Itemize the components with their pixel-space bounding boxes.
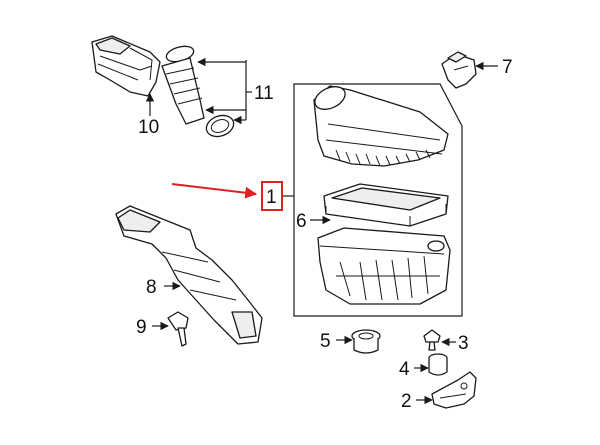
bolt-part-3 xyxy=(423,329,441,351)
callout-10: 10 xyxy=(138,117,159,138)
callout-11: 11 xyxy=(254,83,274,104)
clip-part-9 xyxy=(167,311,189,347)
callout-6: 6 xyxy=(296,211,307,232)
callout-4: 4 xyxy=(399,359,410,380)
bracket-part-2 xyxy=(431,371,477,409)
callout-1: 1 xyxy=(266,187,277,208)
lower-duct-part-8 xyxy=(115,205,263,345)
intake-duct-part-10 xyxy=(91,35,161,97)
callout-8: 8 xyxy=(146,277,157,298)
air-filter-part-6 xyxy=(323,183,449,227)
cushion-part-4 xyxy=(428,353,448,376)
callout-2: 2 xyxy=(401,391,412,412)
air-cleaner-lower-case xyxy=(317,227,451,305)
callout-5: 5 xyxy=(320,331,331,352)
assembly-frame xyxy=(293,83,463,317)
air-cleaner-cover xyxy=(313,85,449,167)
callout-3: 3 xyxy=(458,333,469,354)
grommet-part-5 xyxy=(351,329,381,354)
callout-7: 7 xyxy=(502,57,513,78)
highlight-box-1 xyxy=(261,181,283,211)
maf-tube-part-11 xyxy=(161,45,235,138)
red-pointer-arrow xyxy=(171,183,258,199)
callout-9: 9 xyxy=(136,317,147,338)
sensor-part-7 xyxy=(441,51,477,89)
